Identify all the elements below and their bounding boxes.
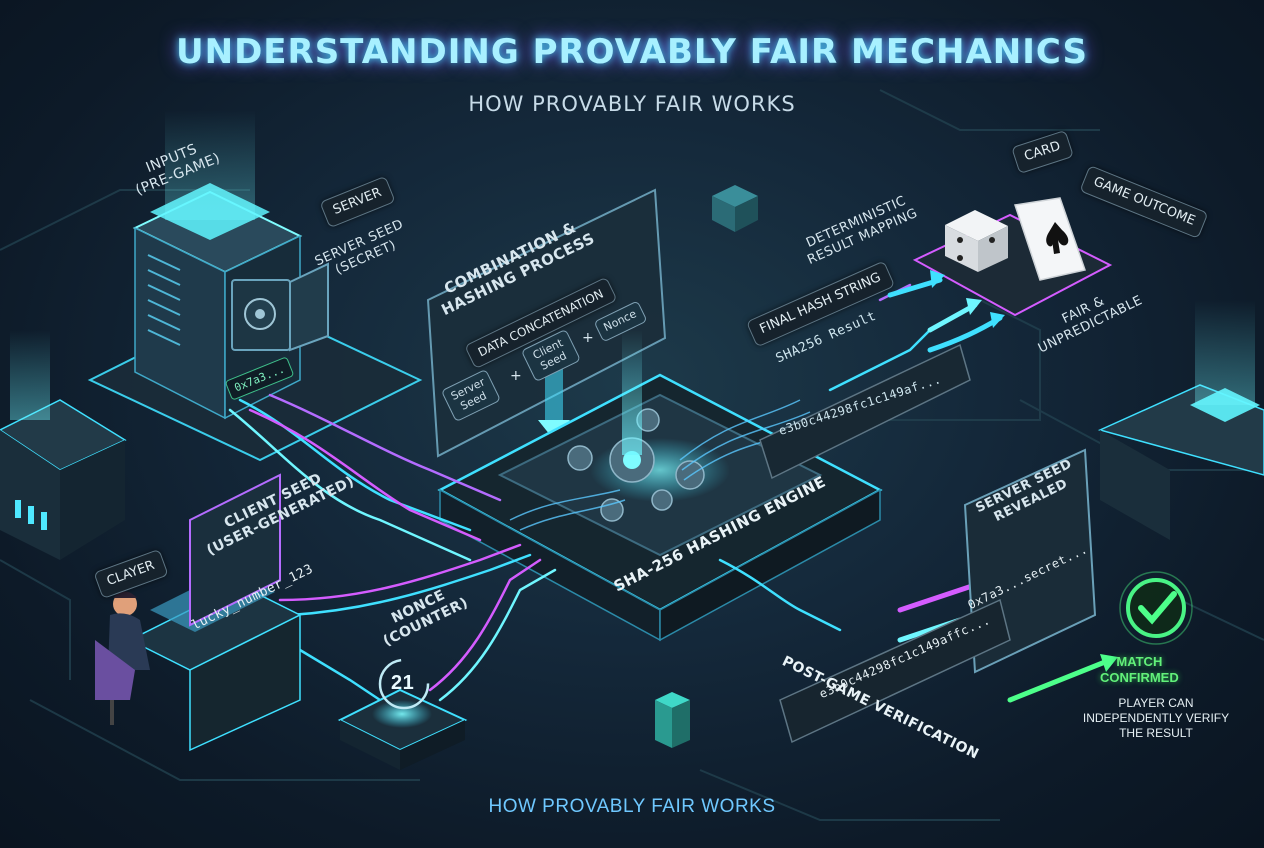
hashing-engine-graphic <box>437 330 883 642</box>
concat-plus-2: + <box>582 330 595 346</box>
match-badge-graphic <box>1119 571 1193 645</box>
dice-card-graphic <box>912 197 1113 317</box>
left-pedestal-graphic <box>0 330 127 560</box>
nonce-pedestal-graphic <box>337 658 468 770</box>
match-confirmed: MATCH CONFIRMED <box>1100 654 1179 685</box>
right-pedestal-graphic <box>1097 300 1264 540</box>
floating-cubes <box>655 185 758 748</box>
player-desk-graphic <box>95 473 302 752</box>
footer-caption: HOW PROVABLY FAIR WORKS <box>488 796 776 817</box>
background-traces <box>0 89 1264 821</box>
nonce-value: 21 <box>391 672 415 694</box>
connection-wires <box>228 283 932 702</box>
panels-graphic <box>759 343 1097 744</box>
page-subtitle: HOW PROVABLY FAIR WORKS <box>468 92 796 116</box>
server-tower-graphic <box>87 110 423 462</box>
verify-note: PLAYER CAN INDEPENDENTLY VERIFY THE RESU… <box>1082 696 1230 740</box>
concat-plus-1: + <box>510 368 523 384</box>
page-title: UNDERSTANDING PROVABLY FAIR MECHANICS <box>176 32 1088 72</box>
